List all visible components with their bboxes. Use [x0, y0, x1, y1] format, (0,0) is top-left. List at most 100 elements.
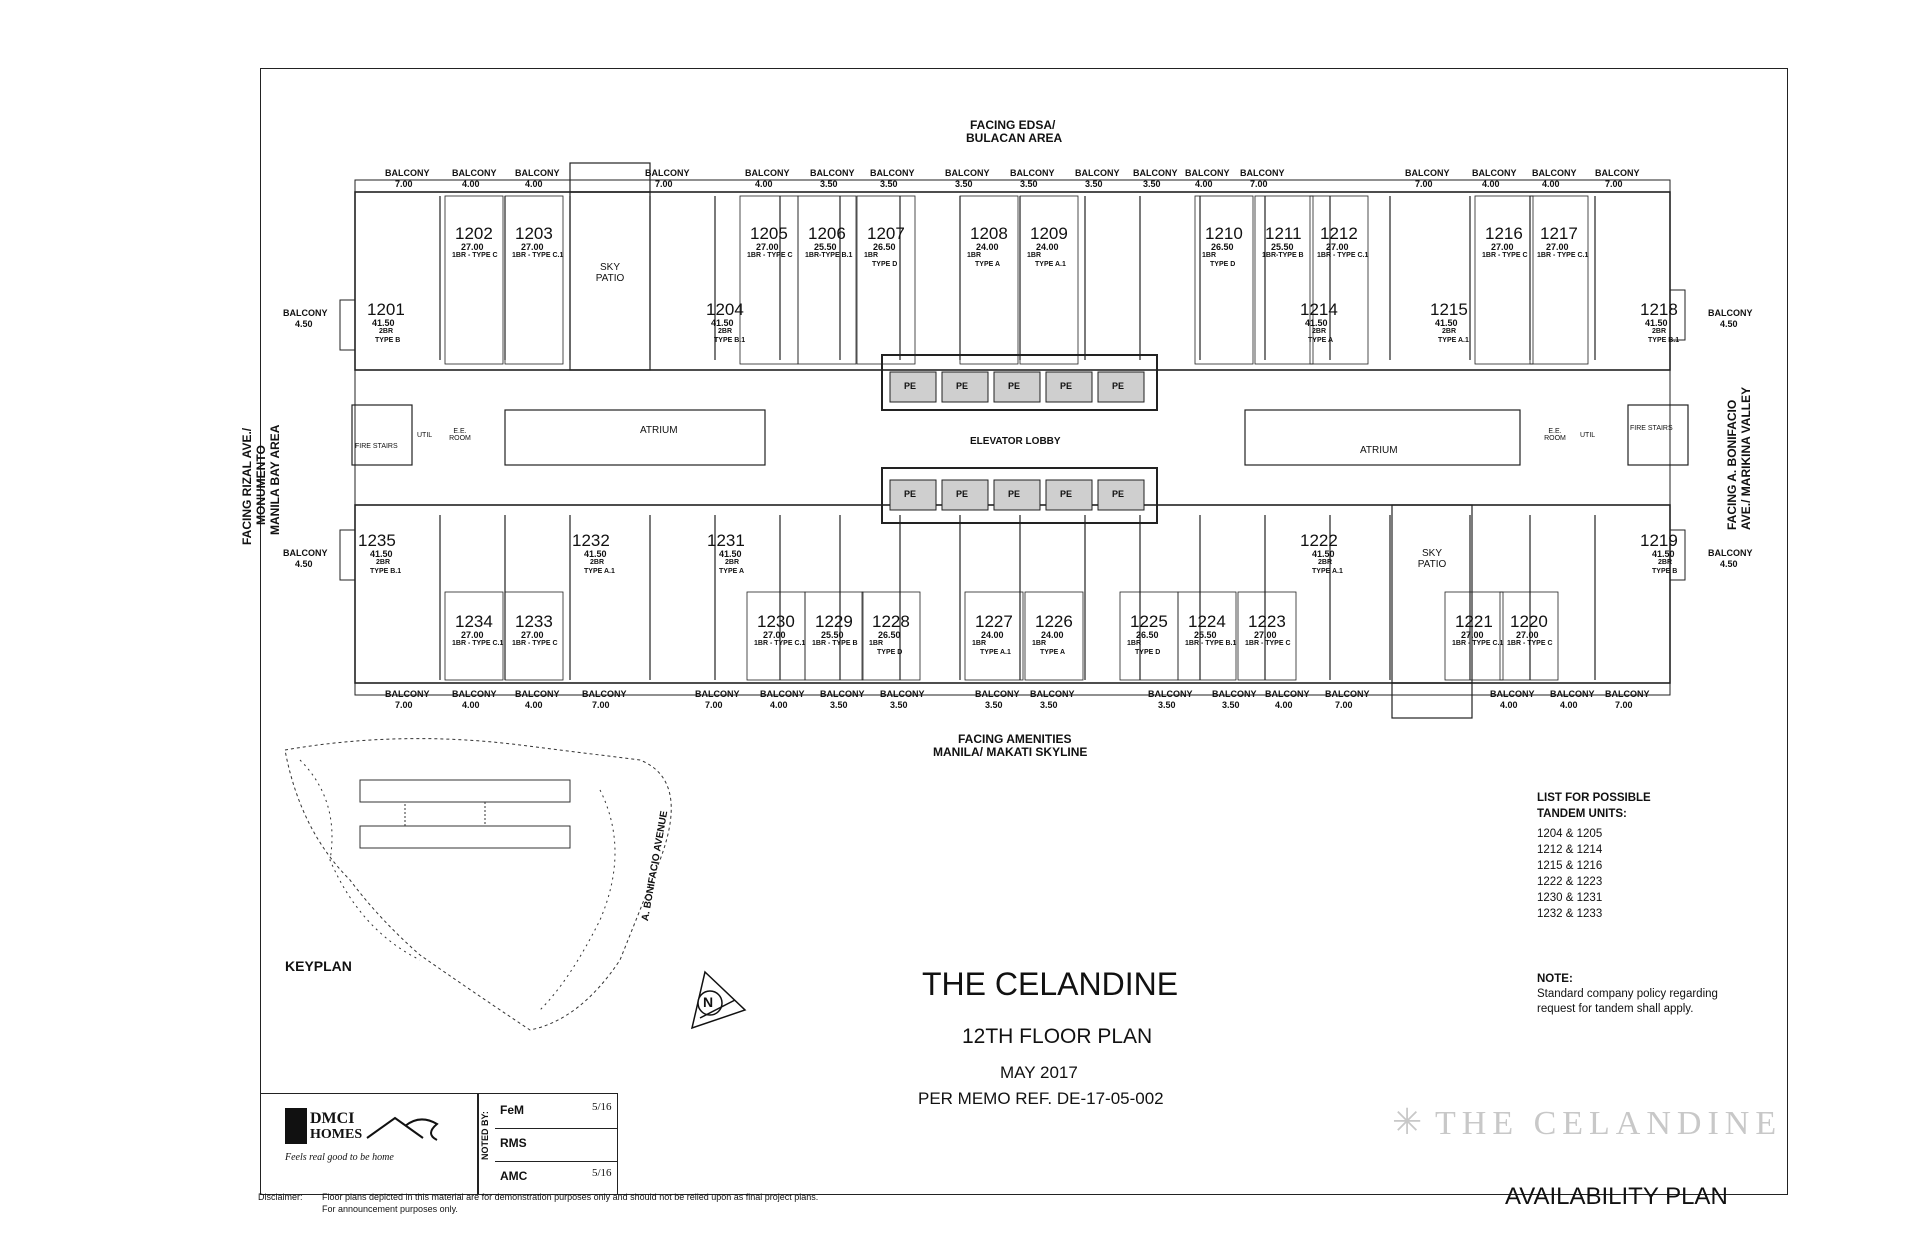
balcony-label-bottom: BALCONY — [515, 689, 560, 699]
unit-number: 1209 — [1030, 224, 1068, 243]
balcony-size-side: 4.50 — [1720, 559, 1738, 569]
tandem-item: 1222 & 1223 — [1537, 876, 1603, 888]
unit-type: 1BR-TYPE B — [1262, 252, 1304, 259]
facing-east-label-1: FACING A. BONIFACIO — [1725, 399, 1739, 530]
unit-number: 1217 — [1540, 224, 1578, 243]
note-heading: NOTE: — [1537, 973, 1573, 985]
keyplan-label: KEYPLAN — [285, 958, 352, 974]
unit-type: 1BR - TYPE C.1 — [1452, 640, 1504, 647]
balcony-label-top: BALCONY — [1595, 168, 1640, 178]
unit-number-2br: 1232 — [572, 531, 610, 550]
unit-outline-bottom — [1024, 591, 1084, 681]
unit-area: 27.00 — [461, 630, 484, 640]
unit-number: 1210 — [1205, 224, 1243, 243]
unit-number-2br: 1222 — [1300, 531, 1338, 550]
balcony-size-bottom: 3.50 — [1222, 700, 1240, 710]
unit-area: 27.00 — [1546, 242, 1569, 252]
celandine-watermark: THE CELANDINE — [1435, 1105, 1783, 1142]
passenger-elevator — [941, 371, 989, 403]
noted-by-box — [478, 1093, 618, 1195]
unit-area: 27.00 — [461, 242, 484, 252]
sky-patio-north-label: SKY PATIO — [595, 262, 625, 284]
facing-west-label-3: MANILA BAY AREA — [268, 424, 282, 535]
dmci-brand-2: HOMES — [310, 1127, 363, 1142]
unit-type-sub: TYPE D — [1135, 649, 1161, 656]
unit-area: 27.00 — [756, 242, 779, 252]
unit-type: 1BR - TYPE B.1 — [1185, 640, 1237, 647]
noted-by-row-divider — [495, 1128, 618, 1129]
unit-type: 2BR — [1312, 328, 1327, 335]
north-balcony-strip — [354, 179, 1671, 193]
balcony-label-bottom: BALCONY — [452, 689, 497, 699]
unit-outline-top — [1019, 195, 1079, 365]
unit-outline-bottom — [1177, 591, 1237, 681]
balcony-size-side: 4.50 — [1720, 319, 1738, 329]
balcony-size-top: 3.50 — [820, 179, 838, 189]
unit-area: 41.50 — [1645, 318, 1668, 328]
unit-area: 26.50 — [878, 630, 901, 640]
unit-number: 1202 — [455, 224, 493, 243]
unit-outline-bottom — [964, 591, 1024, 681]
balcony-label-top: BALCONY — [1075, 168, 1120, 178]
unit-number: 1230 — [757, 612, 795, 631]
balcony-size-top: 4.00 — [755, 179, 773, 189]
balcony-label-top: BALCONY — [1532, 168, 1577, 178]
unit-type: 1BR - TYPE C.1 — [1537, 252, 1589, 259]
unit-type: 2BR — [1318, 559, 1333, 566]
fire-stairs-east — [1627, 404, 1689, 466]
balcony-label-top: BALCONY — [810, 168, 855, 178]
balcony-label-bottom: BALCONY — [1490, 689, 1535, 699]
noted-by-initials: RMS — [500, 1136, 527, 1150]
unit-type-sub: TYPE A — [719, 568, 745, 575]
pe-label: PE — [904, 381, 917, 391]
balcony-side-nw — [339, 299, 356, 351]
unit-type: 2BR — [379, 328, 394, 335]
unit-type: 2BR — [590, 559, 605, 566]
balcony-label-top: BALCONY — [515, 168, 560, 178]
unit-number: 1226 — [1035, 612, 1073, 631]
unit-number-2br: 1201 — [367, 300, 405, 319]
unit-type: 2BR — [718, 328, 733, 335]
balcony-label-bottom: BALCONY — [1265, 689, 1310, 699]
unit-area: 41.50 — [711, 318, 734, 328]
unit-area: 25.50 — [814, 242, 837, 252]
pe-label: PE — [956, 489, 969, 499]
noted-by-initials: FeM — [500, 1103, 524, 1117]
balcony-size-bottom: 4.00 — [770, 700, 788, 710]
pe-label: PE — [904, 489, 917, 499]
dmci-tagline: Feels real good to be home — [285, 1152, 394, 1163]
balcony-size-top: 7.00 — [1415, 179, 1433, 189]
balcony-size-top: 4.00 — [462, 179, 480, 189]
unit-type-sub: TYPE D — [1210, 261, 1236, 268]
balcony-size-top: 4.00 — [1542, 179, 1560, 189]
balcony-label-bottom: BALCONY — [760, 689, 805, 699]
balcony-size-bottom: 7.00 — [1615, 700, 1633, 710]
unit-outline-top — [797, 195, 857, 365]
floor-plan-title: 12TH FLOOR PLAN — [962, 1025, 1153, 1048]
unit-area: 41.50 — [719, 549, 742, 559]
facing-west-label-1: FACING RIZAL AVE./ — [240, 427, 254, 545]
unit-type-sub: TYPE A.1 — [584, 568, 615, 575]
tandem-item: 1215 & 1216 — [1537, 860, 1603, 872]
unit-number: 1234 — [455, 612, 493, 631]
passenger-elevator — [1097, 371, 1145, 403]
unit-area: 25.50 — [1194, 630, 1217, 640]
unit-type-sub: TYPE A — [975, 261, 1001, 268]
balcony-size-top: 4.00 — [525, 179, 543, 189]
unit-type: 1BR - TYPE C — [512, 640, 558, 647]
balcony-label-bottom: BALCONY — [1550, 689, 1595, 699]
tandem-item: 1230 & 1231 — [1537, 892, 1603, 904]
unit-area: 24.00 — [1041, 630, 1064, 640]
facing-west-label: FACING RIZAL AVE./ MONUMENTO MANILA BAY … — [240, 425, 282, 545]
unit-type: 2BR — [1442, 328, 1457, 335]
disclaimer-line-1: Floor plans depicted in this material ar… — [322, 1192, 819, 1202]
unit-type: 1BR - TYPE C — [1507, 640, 1553, 647]
balcony-size-bottom: 3.50 — [1040, 700, 1058, 710]
balcony-label-bottom: BALCONY — [385, 689, 430, 699]
elevator-lobby-label: ELEVATOR LOBBY — [970, 436, 1061, 447]
unit-outline-bottom — [1444, 591, 1504, 681]
unit-outline-top — [1474, 195, 1534, 365]
unit-type: 1BR - TYPE C.1 — [754, 640, 806, 647]
unit-type: 2BR — [725, 559, 740, 566]
